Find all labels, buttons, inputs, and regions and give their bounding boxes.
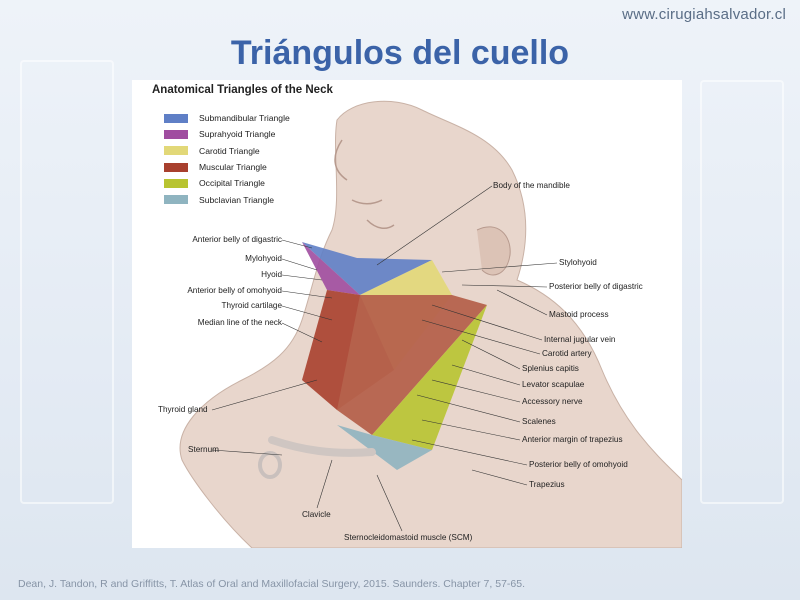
legend-label: Carotid Triangle bbox=[199, 145, 260, 156]
legend-label: Subclavian Triangle bbox=[199, 194, 275, 205]
label-splenius-capitis: Splenius capitis bbox=[522, 364, 579, 373]
legend-swatch bbox=[164, 162, 188, 172]
label-anterior-belly-omohyoid: Anterior belly of omohyoid bbox=[187, 286, 282, 295]
legend-item: Carotid Triangle bbox=[164, 143, 290, 159]
figure-title: Anatomical Triangles of the Neck bbox=[152, 84, 333, 96]
label-body-mandible: Body of the mandible bbox=[493, 181, 570, 190]
label-thyroid-gland: Thyroid gland bbox=[158, 405, 208, 414]
label-scm: Sternocleidomastoid muscle (SCM) bbox=[344, 533, 473, 542]
background-decoration bbox=[20, 60, 114, 504]
label-trapezius: Trapezius bbox=[529, 480, 565, 489]
slide-title: Triángulos del cuello bbox=[230, 34, 570, 72]
submandibular-triangle bbox=[302, 242, 432, 295]
label-levator-scapulae: Levator scapulae bbox=[522, 380, 585, 389]
face-features bbox=[334, 139, 395, 230]
subclavian-triangle bbox=[337, 425, 432, 470]
legend-label: Occipital Triangle bbox=[199, 178, 265, 189]
legend-swatch bbox=[164, 129, 188, 139]
legend-item: Subclavian Triangle bbox=[164, 191, 290, 207]
occipital-triangle bbox=[372, 305, 487, 450]
label-accessory-nerve: Accessory nerve bbox=[522, 397, 583, 406]
label-stylohyoid: Stylohyoid bbox=[559, 258, 597, 267]
sternocleidomastoid-muscle bbox=[337, 295, 487, 435]
ear bbox=[476, 226, 511, 276]
label-internal-jugular-vein: Internal jugular vein bbox=[544, 335, 616, 344]
label-median-line: Median line of the neck bbox=[197, 318, 282, 327]
label-posterior-belly-omohyoid: Posterior belly of omohyoid bbox=[529, 460, 628, 469]
label-scalenes: Scalenes bbox=[522, 417, 556, 426]
legend-item: Submandibular Triangle bbox=[164, 110, 290, 126]
label-sternum: Sternum bbox=[188, 445, 219, 454]
label-anterior-belly-digastric: Anterior belly of digastric bbox=[192, 235, 282, 244]
suprahyoid-triangle bbox=[302, 242, 360, 295]
label-hyoid: Hyoid bbox=[261, 270, 282, 279]
legend-item: Occipital Triangle bbox=[164, 175, 290, 191]
legend-item: Suprahyoid Triangle bbox=[164, 126, 290, 142]
label-mastoid-process: Mastoid process bbox=[549, 310, 609, 319]
legend-swatch bbox=[164, 195, 188, 205]
leader-lines bbox=[211, 185, 558, 532]
label-carotid-artery: Carotid artery bbox=[542, 349, 592, 358]
label-clavicle: Clavicle bbox=[302, 510, 331, 519]
neck-illustration bbox=[179, 100, 682, 548]
legend-swatch bbox=[164, 178, 188, 188]
legend-label: Muscular Triangle bbox=[199, 162, 267, 173]
label-mylohyoid: Mylohyoid bbox=[245, 254, 282, 263]
background-decoration bbox=[700, 80, 784, 504]
site-url: www.cirugiahsalvador.cl bbox=[622, 6, 786, 23]
legend-swatch bbox=[164, 146, 188, 156]
label-anterior-margin-trapezius: Anterior margin of trapezius bbox=[522, 435, 623, 444]
legend-swatch bbox=[164, 113, 188, 123]
legend-label: Suprahyoid Triangle bbox=[199, 129, 276, 140]
legend: Submandibular Triangle Suprahyoid Triang… bbox=[164, 110, 290, 208]
anatomy-figure: Anatomical Triangles of the Neck Submand… bbox=[132, 80, 682, 548]
clavicle-shape bbox=[268, 436, 376, 457]
legend-label: Submandibular Triangle bbox=[199, 113, 290, 124]
label-thyroid-cartilage: Thyroid cartilage bbox=[221, 301, 282, 310]
trachea-ring bbox=[258, 451, 282, 479]
legend-item: Muscular Triangle bbox=[164, 159, 290, 175]
citation: Dean, J. Tandon, R and Griffitts, T. Atl… bbox=[18, 578, 525, 590]
label-posterior-belly-digastric: Posterior belly of digastric bbox=[549, 282, 643, 291]
